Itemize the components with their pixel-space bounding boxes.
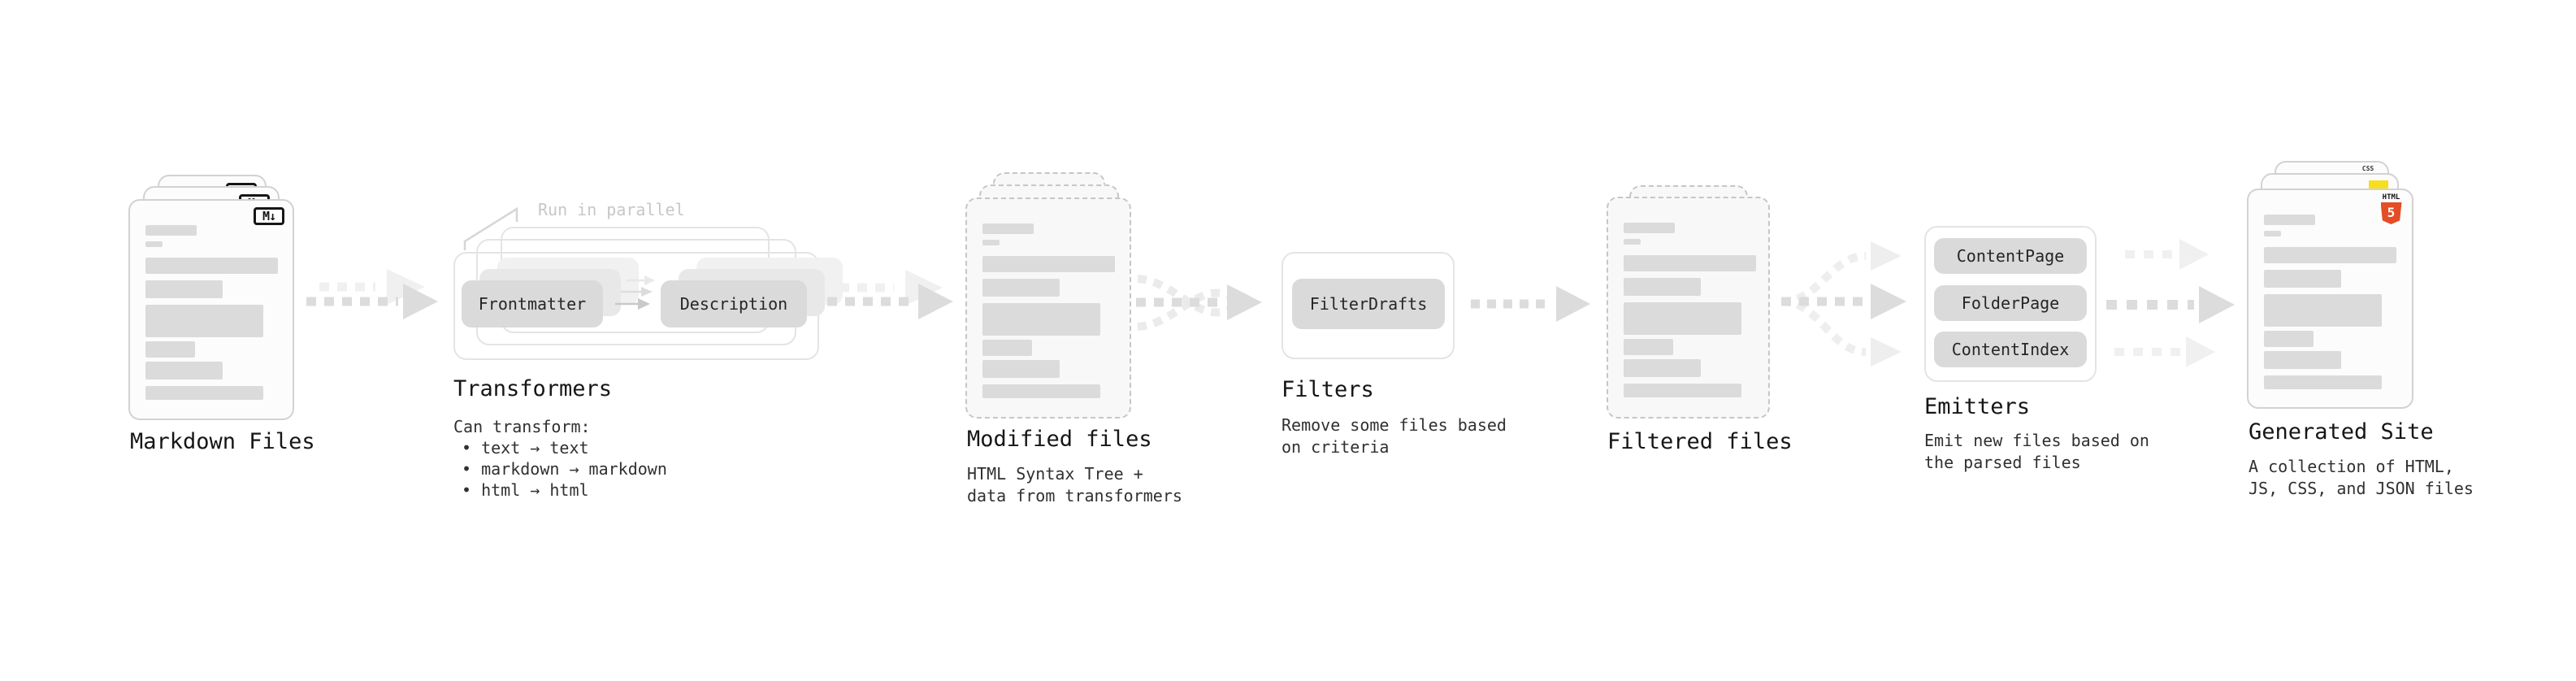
placeholder-text-line	[2264, 294, 2382, 327]
folderpage-node-label: FolderPage	[1961, 293, 2060, 313]
emitters-subtitle-line: the parsed files	[1924, 453, 2081, 472]
placeholder-text-line	[145, 362, 223, 380]
frontmatter-node: Frontmatter	[462, 280, 603, 327]
document-page: HTML 5	[2247, 189, 2413, 409]
filterdrafts-node: FilterDrafts	[1292, 279, 1445, 329]
placeholder-text-line	[145, 386, 263, 400]
modified-files-subtitle-line: HTML Syntax Tree +	[967, 464, 1143, 484]
placeholder-text-line	[982, 303, 1100, 336]
placeholder-text-line	[1624, 359, 1701, 377]
document-page	[1607, 197, 1770, 419]
filters-subtitle-line: Remove some files based	[1281, 415, 1507, 435]
css-badge-text: CSS	[2361, 165, 2374, 172]
html5-badge-text: HTML	[2382, 193, 2400, 202]
placeholder-text-line	[145, 305, 263, 337]
arrow-markdown-to-transformers	[306, 269, 438, 319]
placeholder-text-line	[1624, 278, 1701, 296]
placeholder-text-line	[1624, 339, 1673, 355]
placeholder-text-line	[2264, 215, 2315, 225]
placeholder-text-line	[145, 258, 278, 274]
placeholder-text-line	[2264, 331, 2314, 347]
placeholder-text-line	[2264, 375, 2382, 389]
markdown-files-label: Markdown Files	[130, 429, 315, 454]
contentpage-node: ContentPage	[1934, 238, 2087, 274]
arrow-filters-to-filtered	[1471, 286, 1590, 322]
placeholder-text-line	[2264, 247, 2396, 263]
placeholder-text-line	[145, 225, 197, 236]
contentpage-node-label: ContentPage	[1956, 246, 2065, 266]
placeholder-text-line	[1624, 255, 1756, 271]
placeholder-text-line	[982, 240, 1000, 245]
emitters-frame	[1924, 226, 2097, 382]
modified-files-title: Modified files	[967, 427, 1152, 452]
markdown-icon: M↓	[254, 207, 284, 225]
html5-shield: 5	[2380, 202, 2402, 224]
placeholder-text-line	[982, 384, 1100, 398]
contentindex-node-label: ContentIndex	[1951, 340, 2070, 359]
filterdrafts-node-label: FilterDrafts	[1309, 294, 1428, 314]
placeholder-text-line	[982, 340, 1032, 356]
description-node: Description	[661, 280, 807, 327]
placeholder-text-line	[145, 341, 195, 358]
filters-title: Filters	[1281, 377, 1374, 402]
filters-frame	[1281, 252, 1455, 359]
arrow-emitters-to-generated	[2106, 239, 2235, 367]
generated-site-title: Generated Site	[2249, 419, 2434, 445]
placeholder-text-line	[982, 223, 1034, 234]
description-node-label: Description	[679, 294, 788, 314]
placeholder-text-line	[2264, 231, 2281, 236]
placeholder-text-line	[2264, 270, 2341, 288]
contentindex-node: ContentIndex	[1934, 332, 2087, 367]
emitters-title: Emitters	[1924, 394, 2031, 419]
placeholder-text-lines	[967, 199, 1130, 417]
generated-site-subtitle-line: A collection of HTML,	[2249, 457, 2454, 476]
filters-subtitle-line: on criteria	[1281, 437, 1390, 457]
emitters-subtitle-line: Emit new files based on	[1924, 431, 2149, 450]
folderpage-node: FolderPage	[1934, 285, 2087, 321]
generated-site-subtitle-line: JS, CSS, and JSON files	[2249, 479, 2474, 498]
placeholder-text-line	[1624, 223, 1675, 233]
placeholder-text-line	[145, 241, 163, 247]
placeholder-text-line	[145, 280, 223, 298]
arrow-transformers-to-modified	[827, 270, 953, 319]
placeholder-text-line	[982, 279, 1060, 297]
modified-files-subtitle-line: data from transformers	[967, 486, 1182, 505]
document-page: M↓	[128, 199, 294, 420]
filtered-files-label: Filtered files	[1607, 429, 1793, 454]
transformers-bullet: • html → html	[462, 480, 589, 500]
frontmatter-node-label: Frontmatter	[478, 294, 587, 314]
arrow-modified-to-filters-merge	[1136, 275, 1262, 331]
run-in-parallel-label: Run in parallel	[538, 200, 685, 219]
document-page	[965, 197, 1131, 419]
javascript-file-icon	[2369, 180, 2388, 189]
html5-file-icon: HTML 5	[2380, 194, 2402, 224]
placeholder-text-line	[1624, 302, 1741, 335]
transformers-bullet: • text → text	[462, 438, 589, 458]
placeholder-text-line	[2264, 351, 2341, 369]
arrow-filtered-to-emitters-split	[1780, 241, 1906, 367]
placeholder-text-lines	[2249, 190, 2412, 407]
transformers-bullet: • markdown → markdown	[462, 459, 667, 479]
transformers-title: Transformers	[453, 376, 613, 401]
transformers-subtitle-heading: Can transform:	[453, 417, 591, 436]
placeholder-text-line	[982, 256, 1115, 272]
placeholder-text-line	[1624, 384, 1741, 397]
placeholder-text-line	[1624, 239, 1641, 245]
placeholder-text-lines	[130, 201, 293, 419]
placeholder-text-lines	[1608, 198, 1768, 417]
placeholder-text-line	[982, 360, 1060, 378]
